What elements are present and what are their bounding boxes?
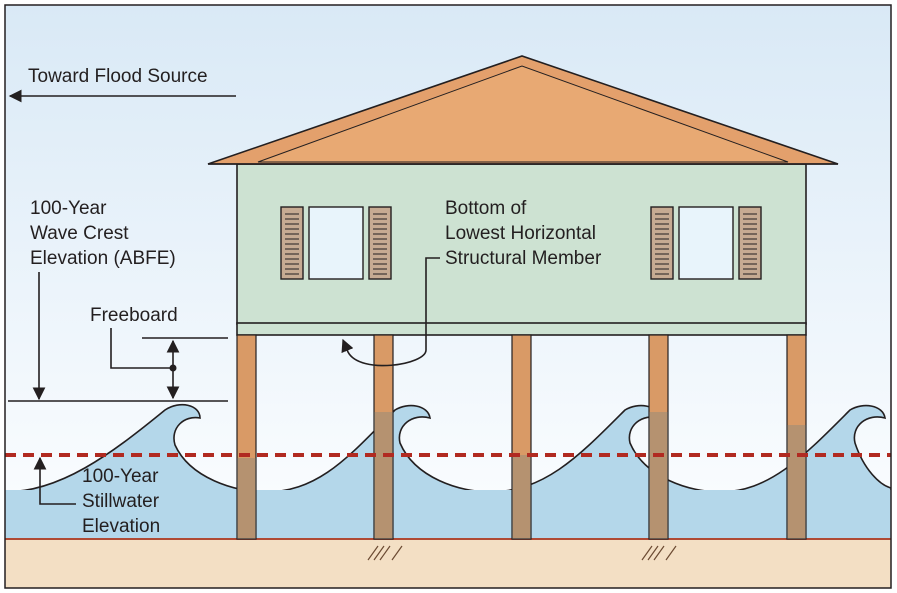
ground [5, 538, 891, 588]
bottom-member-leader [341, 257, 440, 367]
stillwater-leader [33, 456, 76, 505]
frame [4, 4, 892, 589]
water-body [5, 490, 891, 540]
wave-crest-label-3: Elevation (ABFE) [30, 248, 176, 269]
soil-hatch [367, 545, 677, 561]
piling [373, 334, 394, 540]
floor-beam [236, 322, 807, 336]
piling [511, 334, 532, 540]
stillwater-label-2: Stillwater [82, 491, 160, 512]
bottom-member-label-1: Bottom of [445, 198, 527, 219]
wave-crest-label-1: 100-Year [30, 198, 107, 219]
left-window [280, 206, 392, 280]
bottom-member-label-3: Structural Member [445, 248, 602, 269]
freeboard-dot [169, 364, 177, 372]
freeboard-label: Freeboard [90, 305, 178, 326]
pilings [236, 334, 807, 540]
flood-source-label: Toward Flood Source [28, 66, 208, 87]
wave-crest-label-2: Wave Crest [30, 223, 129, 244]
freeboard-leader [110, 328, 170, 369]
right-window [650, 206, 762, 280]
bottom-member-label-2: Lowest Horizontal [445, 223, 596, 244]
stillwater-label-3: Elevation [82, 516, 160, 537]
piling [648, 334, 669, 540]
house [207, 55, 839, 336]
piling [786, 334, 807, 540]
stillwater-label-1: 100-Year [82, 466, 159, 487]
piling [236, 334, 257, 540]
